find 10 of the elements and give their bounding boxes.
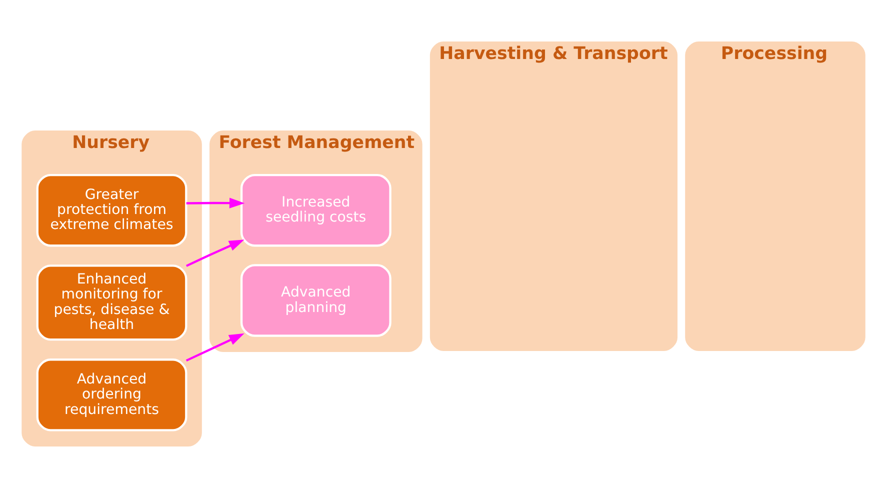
arrow (185, 239, 244, 266)
node-box: Processing (684, 40, 865, 350)
node-box: Advanced ordering requirements (36, 358, 187, 431)
arrow (185, 332, 244, 362)
node-box: Harvesting & Transport (429, 40, 677, 350)
node-box: Greater protection from extreme climates (36, 173, 187, 246)
node-box: Increased seedling costs (240, 173, 391, 246)
node-box: Advanced planning (240, 264, 391, 336)
arrow (186, 197, 244, 208)
node-box: Enhanced monitoring for pests, disease & health (36, 264, 187, 340)
